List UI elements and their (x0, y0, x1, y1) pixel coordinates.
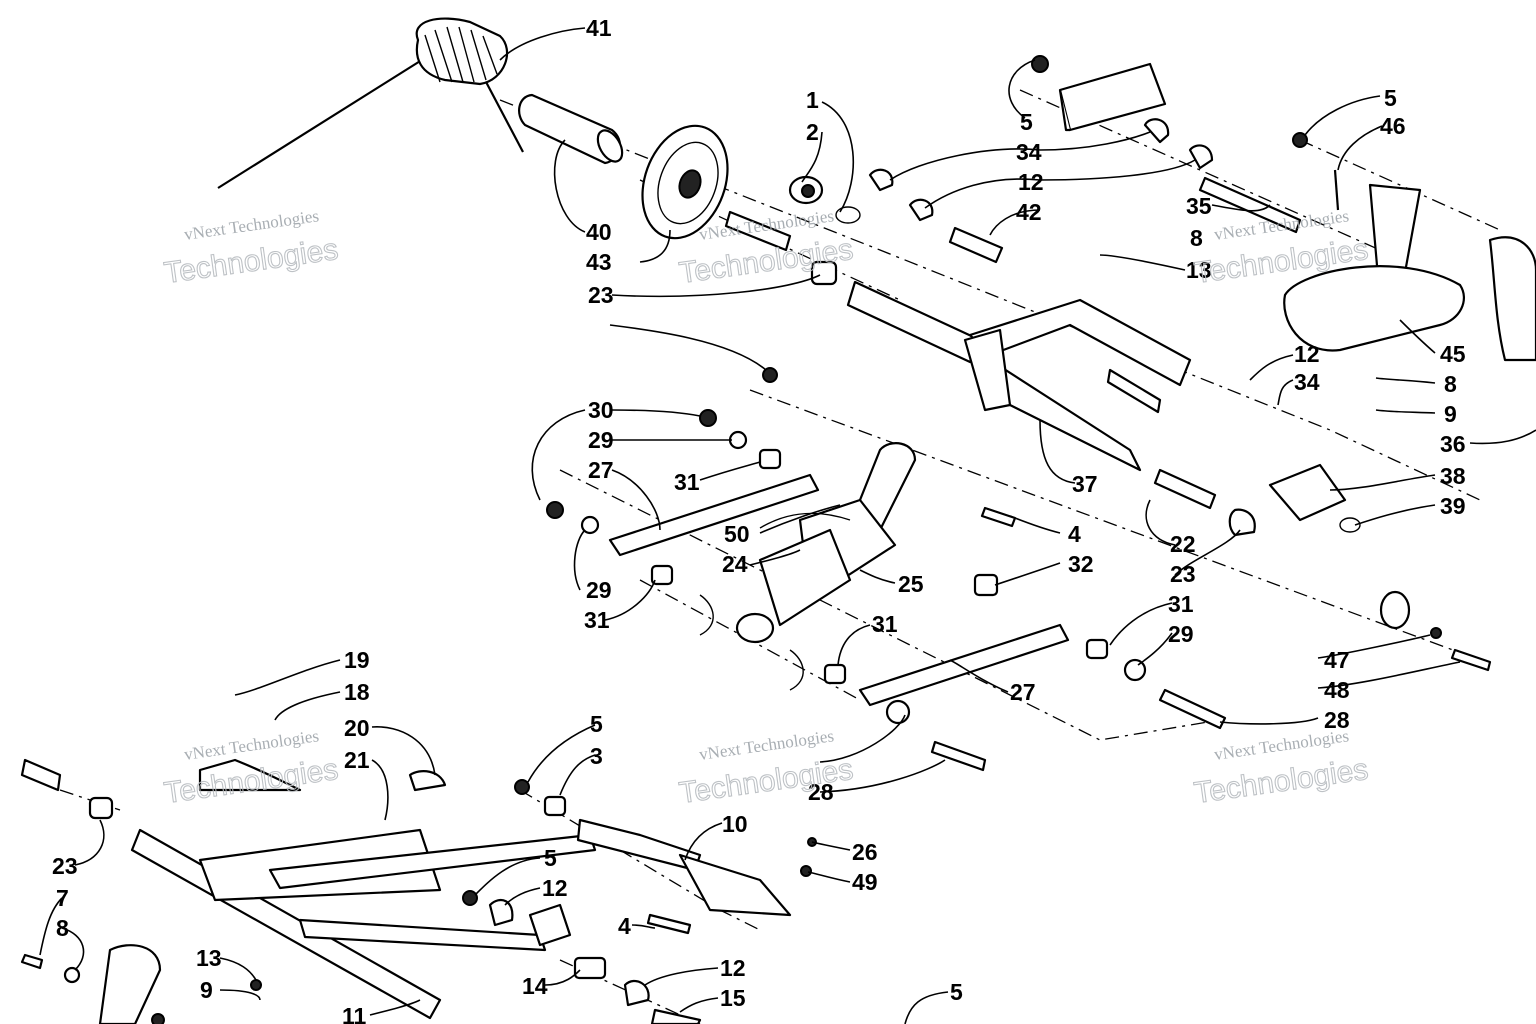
callout-40: 40 (586, 219, 612, 245)
callout-29c: 29 (1168, 621, 1194, 647)
callout-46: 46 (1380, 113, 1406, 139)
callout-47: 47 (1324, 647, 1350, 673)
callout-34b: 34 (1294, 369, 1320, 395)
leader-lines (39, 27, 1536, 1024)
callout-1: 1 (806, 87, 819, 113)
callout-29: 29 (588, 427, 614, 453)
callout-29b: 29 (586, 577, 612, 603)
callout-21: 21 (344, 747, 370, 773)
callout-30: 30 (588, 397, 614, 423)
idler-wheel (641, 124, 729, 240)
callout-27b: 27 (1010, 679, 1036, 705)
callout-45: 45 (1440, 341, 1466, 367)
callout-2: 2 (806, 119, 819, 145)
watermark-6: vNext Technologies Technologies (1192, 726, 1371, 810)
callout-49: 49 (852, 869, 878, 895)
callout-41: 41 (586, 15, 612, 41)
callout-5e: 5 (950, 979, 963, 1005)
callout-10: 10 (722, 811, 748, 837)
rear-arm-assembly (846, 280, 1256, 537)
callout-8b: 8 (1444, 371, 1457, 397)
callout-13: 13 (1186, 257, 1212, 283)
callout-26: 26 (852, 839, 878, 865)
callout-22: 22 (1170, 531, 1196, 557)
callout-19: 19 (344, 647, 370, 673)
callout-28: 28 (1324, 707, 1350, 733)
callout-8c: 8 (56, 915, 69, 941)
callout-32: 32 (1068, 551, 1094, 577)
callout-4: 4 (1068, 521, 1081, 547)
callout-5b: 5 (1384, 85, 1397, 111)
watermark-4: vNext Technologies Technologies (162, 726, 341, 810)
callout-5d: 5 (544, 845, 557, 871)
callout-50: 50 (724, 521, 750, 547)
callout-34: 34 (1016, 139, 1042, 165)
callout-18: 18 (344, 679, 370, 705)
callout-4b: 4 (618, 913, 631, 939)
callout-23: 23 (588, 282, 614, 308)
callout-11: 11 (342, 1003, 367, 1024)
callout-31d: 31 (872, 611, 898, 637)
callout-9b: 9 (200, 977, 213, 1003)
rear-shock-absorber (735, 442, 917, 644)
callout-13b: 13 (196, 945, 222, 971)
callout-28b: 28 (808, 779, 834, 805)
callout-25: 25 (898, 571, 924, 597)
callout-23c: 23 (52, 853, 78, 879)
callout-31c: 31 (1168, 591, 1194, 617)
callout-48: 48 (1324, 677, 1350, 703)
rocker-arm-right (1268, 183, 1536, 672)
callout-15: 15 (720, 985, 746, 1011)
torque-rods-middle (546, 367, 1227, 772)
callout-9: 9 (1444, 401, 1457, 427)
torsion-spring (217, 17, 524, 189)
callout-23b: 23 (1170, 561, 1196, 587)
callout-27: 27 (588, 457, 614, 483)
callout-42: 42 (1016, 199, 1042, 225)
callout-12b: 12 (1294, 341, 1320, 367)
callout-labels: 41 40 43 1 2 23 5 34 12 42 5 46 35 8 13 … (52, 15, 1466, 1024)
callout-3: 3 (590, 743, 603, 769)
watermark-1: vNext Technologies Technologies (162, 206, 341, 290)
callout-7: 7 (56, 885, 69, 911)
callout-14: 14 (522, 973, 548, 999)
callout-35: 35 (1186, 193, 1212, 219)
front-arm-assembly (20, 758, 817, 1024)
spacer-tube (518, 93, 624, 165)
callout-31b: 31 (584, 607, 610, 633)
callout-31: 31 (674, 469, 700, 495)
callout-8: 8 (1190, 225, 1203, 251)
callout-36: 36 (1440, 431, 1466, 457)
callout-20: 20 (344, 715, 370, 741)
callout-5: 5 (1020, 109, 1033, 135)
callout-24: 24 (722, 551, 748, 577)
callout-5c: 5 (590, 711, 603, 737)
callout-38: 38 (1440, 463, 1466, 489)
callout-12c: 12 (542, 875, 568, 901)
callout-43: 43 (586, 249, 612, 275)
bearing-and-ring (724, 168, 1004, 286)
callout-12: 12 (1018, 169, 1044, 195)
mounting-bracket-top (1031, 55, 1340, 234)
callout-39: 39 (1440, 493, 1466, 519)
callout-37: 37 (1072, 471, 1098, 497)
callout-12d: 12 (720, 955, 746, 981)
